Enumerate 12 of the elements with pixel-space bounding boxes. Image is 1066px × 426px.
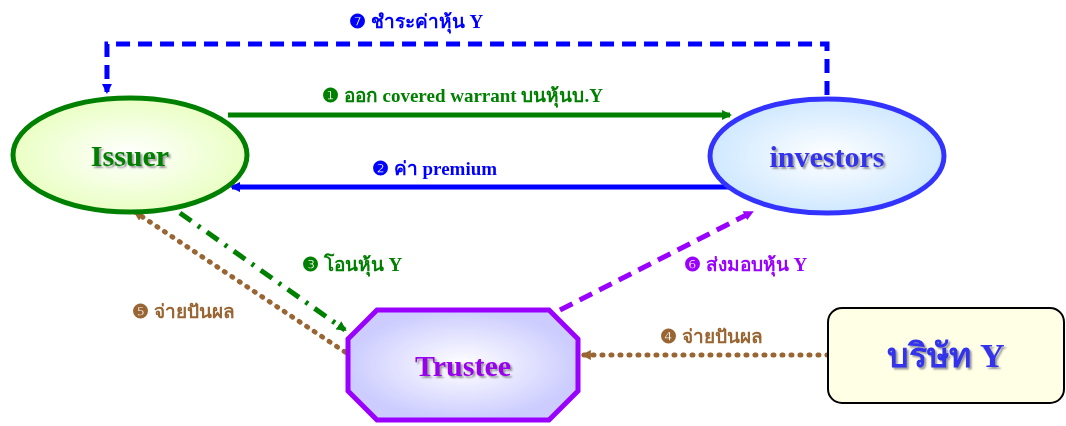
rounded-box bbox=[827, 307, 1065, 404]
node-label: บริษัท Y bbox=[887, 336, 1005, 376]
ellipse-node bbox=[707, 96, 947, 216]
arrow bbox=[101, 41, 830, 96]
arrow bbox=[227, 109, 733, 120]
arrow bbox=[178, 210, 347, 332]
node-label: investors bbox=[769, 138, 885, 175]
node-label: Issuer bbox=[90, 137, 170, 174]
octagon-node bbox=[345, 307, 581, 423]
ellipse-node bbox=[10, 95, 250, 215]
node-label: Trustee bbox=[414, 347, 512, 384]
arrow bbox=[558, 209, 754, 313]
